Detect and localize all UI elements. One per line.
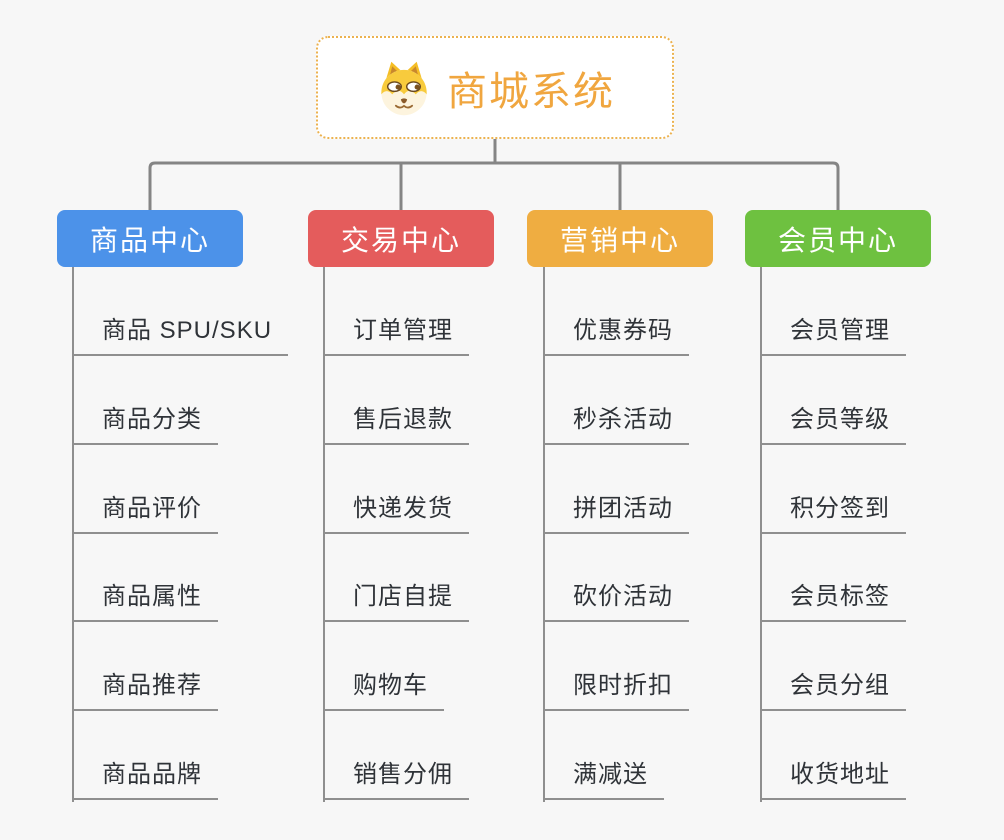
leaf-node[interactable]: 优惠券码 bbox=[545, 316, 689, 356]
branch-children-column-product: 商品 SPU/SKU 商品分类 商品评价 商品属性 商品推荐 商品品牌 bbox=[72, 267, 302, 802]
branch-node-product-center[interactable]: 商品中心 bbox=[57, 210, 243, 267]
branch-label: 会员中心 bbox=[777, 224, 898, 256]
leaf-node[interactable]: 订单管理 bbox=[325, 316, 469, 356]
branch-label: 商品中心 bbox=[89, 224, 210, 256]
leaf-node[interactable]: 销售分佣 bbox=[325, 760, 469, 800]
leaf-node[interactable]: 拼团活动 bbox=[545, 494, 689, 534]
leaf-node[interactable]: 砍价活动 bbox=[545, 582, 689, 622]
leaf-node[interactable]: 会员分组 bbox=[762, 671, 906, 711]
leaf-node[interactable]: 会员管理 bbox=[762, 316, 906, 356]
branch-label: 交易中心 bbox=[340, 224, 461, 256]
leaf-node[interactable]: 商品推荐 bbox=[74, 671, 218, 711]
leaf-node[interactable]: 商品属性 bbox=[74, 582, 218, 622]
branch-children-column-marketing: 优惠券码 秒杀活动 拼团活动 砍价活动 限时折扣 满减送 bbox=[543, 267, 773, 802]
leaf-node[interactable]: 商品 SPU/SKU bbox=[74, 316, 289, 356]
leaf-node[interactable]: 快递发货 bbox=[325, 494, 469, 534]
branch-node-marketing-center[interactable]: 营销中心 bbox=[527, 210, 713, 267]
shiba-dog-icon bbox=[381, 61, 427, 115]
branch-children-column-member: 会员管理 会员等级 积分签到 会员标签 会员分组 收货地址 bbox=[760, 267, 990, 802]
leaf-node[interactable]: 积分签到 bbox=[762, 494, 906, 534]
root-node[interactable]: 商城系统 bbox=[316, 36, 674, 139]
leaf-node[interactable]: 购物车 bbox=[325, 671, 444, 711]
leaf-node[interactable]: 门店自提 bbox=[325, 582, 469, 622]
leaf-node[interactable]: 商品评价 bbox=[74, 494, 218, 534]
root-node-title: 商城系统 bbox=[447, 69, 615, 114]
leaf-node[interactable]: 收货地址 bbox=[762, 760, 906, 800]
leaf-node[interactable]: 满减送 bbox=[545, 760, 664, 800]
leaf-node[interactable]: 商品分类 bbox=[74, 405, 218, 445]
leaf-node[interactable]: 会员等级 bbox=[762, 405, 906, 445]
leaf-node[interactable]: 售后退款 bbox=[325, 405, 469, 445]
branch-label: 营销中心 bbox=[559, 224, 680, 256]
leaf-node[interactable]: 会员标签 bbox=[762, 582, 906, 622]
leaf-node[interactable]: 商品品牌 bbox=[74, 760, 218, 800]
leaf-node[interactable]: 秒杀活动 bbox=[545, 405, 689, 445]
branch-children-column-trade: 订单管理 售后退款 快递发货 门店自提 购物车 销售分佣 bbox=[323, 267, 553, 802]
branch-node-trade-center[interactable]: 交易中心 bbox=[308, 210, 494, 267]
branch-node-member-center[interactable]: 会员中心 bbox=[745, 210, 931, 267]
leaf-node[interactable]: 限时折扣 bbox=[545, 671, 689, 711]
branch-bus-connector bbox=[148, 161, 840, 210]
